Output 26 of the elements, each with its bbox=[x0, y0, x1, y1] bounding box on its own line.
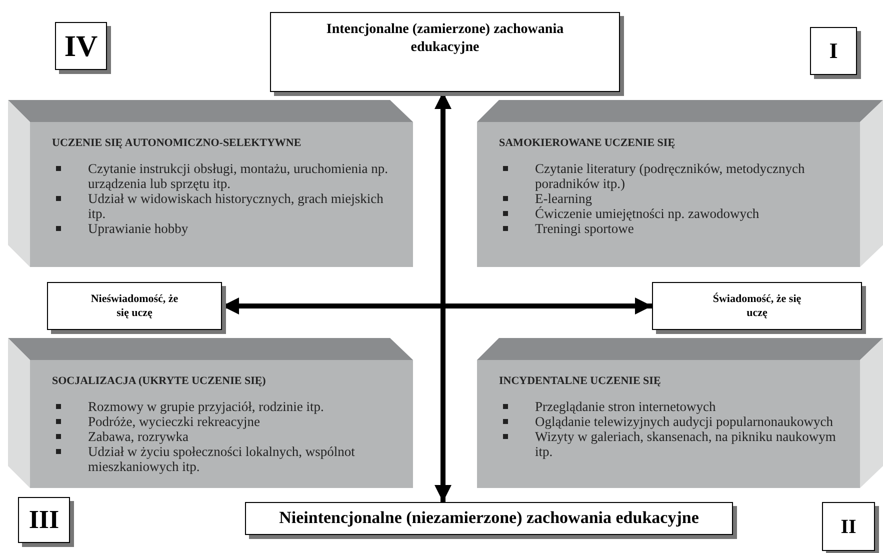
bullet-item: Udział w widowiskach historycznych, grach miejskich itp. bbox=[52, 191, 395, 221]
bullet-item: Uprawianie hobby bbox=[52, 221, 395, 236]
bullet-item: Zabawa, rozrywka bbox=[52, 429, 395, 444]
bullet-item: Oglądanie telewizyjnych audycji popularnonaukowych bbox=[499, 414, 843, 429]
panel-heading: UCZENIE SIĘ AUTONOMICZNO-SELEKTYWNE bbox=[52, 137, 302, 149]
panel-heading: SOCJALIZACJA (UKRYTE UCZENIE SIĘ) bbox=[52, 375, 267, 387]
roman-numeral: II bbox=[840, 514, 856, 540]
bullet-item: Treningi sportowe bbox=[499, 221, 843, 236]
bullet-item: E-learning bbox=[499, 191, 843, 206]
axis-label: Nieintencjonalne (niezamierzone) zachowania edukacyjne bbox=[279, 507, 699, 530]
bullet-item: Czytanie literatury (podręczników, metodycznych poradników itp.) bbox=[499, 161, 843, 191]
roman-numeral: IV bbox=[64, 28, 98, 64]
bullet-item: Udział w życiu społeczności lokalnych, wspólnot mieszkaniowych itp. bbox=[52, 444, 395, 474]
bullet-item: Czytanie instrukcji obsługi, montażu, uruchomienia np. urządzenia lub sprzętu itp. bbox=[52, 161, 395, 191]
bullet-item: Podróże, wycieczki rekreacyjne bbox=[52, 414, 395, 429]
bullet-item: Wizyty w galeriach, skansenach, na pikniku naukowym itp. bbox=[499, 429, 843, 459]
bullet-item: Rozmowy w grupie przyjaciół, rodzinie itp. bbox=[52, 399, 395, 414]
panel-heading: SAMOKIEROWANE UCZENIE SIĘ bbox=[499, 137, 676, 149]
axis-label: Intencjonalne (zamierzone) zachowania edukacyjne bbox=[325, 21, 565, 58]
axis-label: Świadomość, że się uczę bbox=[712, 292, 802, 320]
panel-heading: INCYDENTALNE UCZENIE SIĘ bbox=[499, 375, 662, 387]
bullet-item: Ćwiczenie umiejętności np. zawodowych bbox=[499, 206, 843, 221]
bullet-item: Przeglądanie stron internetowych bbox=[499, 399, 843, 414]
roman-numeral: I bbox=[829, 36, 838, 65]
axis-label: Nieświadomość, że się uczę bbox=[90, 292, 180, 320]
roman-numeral: III bbox=[28, 504, 60, 536]
